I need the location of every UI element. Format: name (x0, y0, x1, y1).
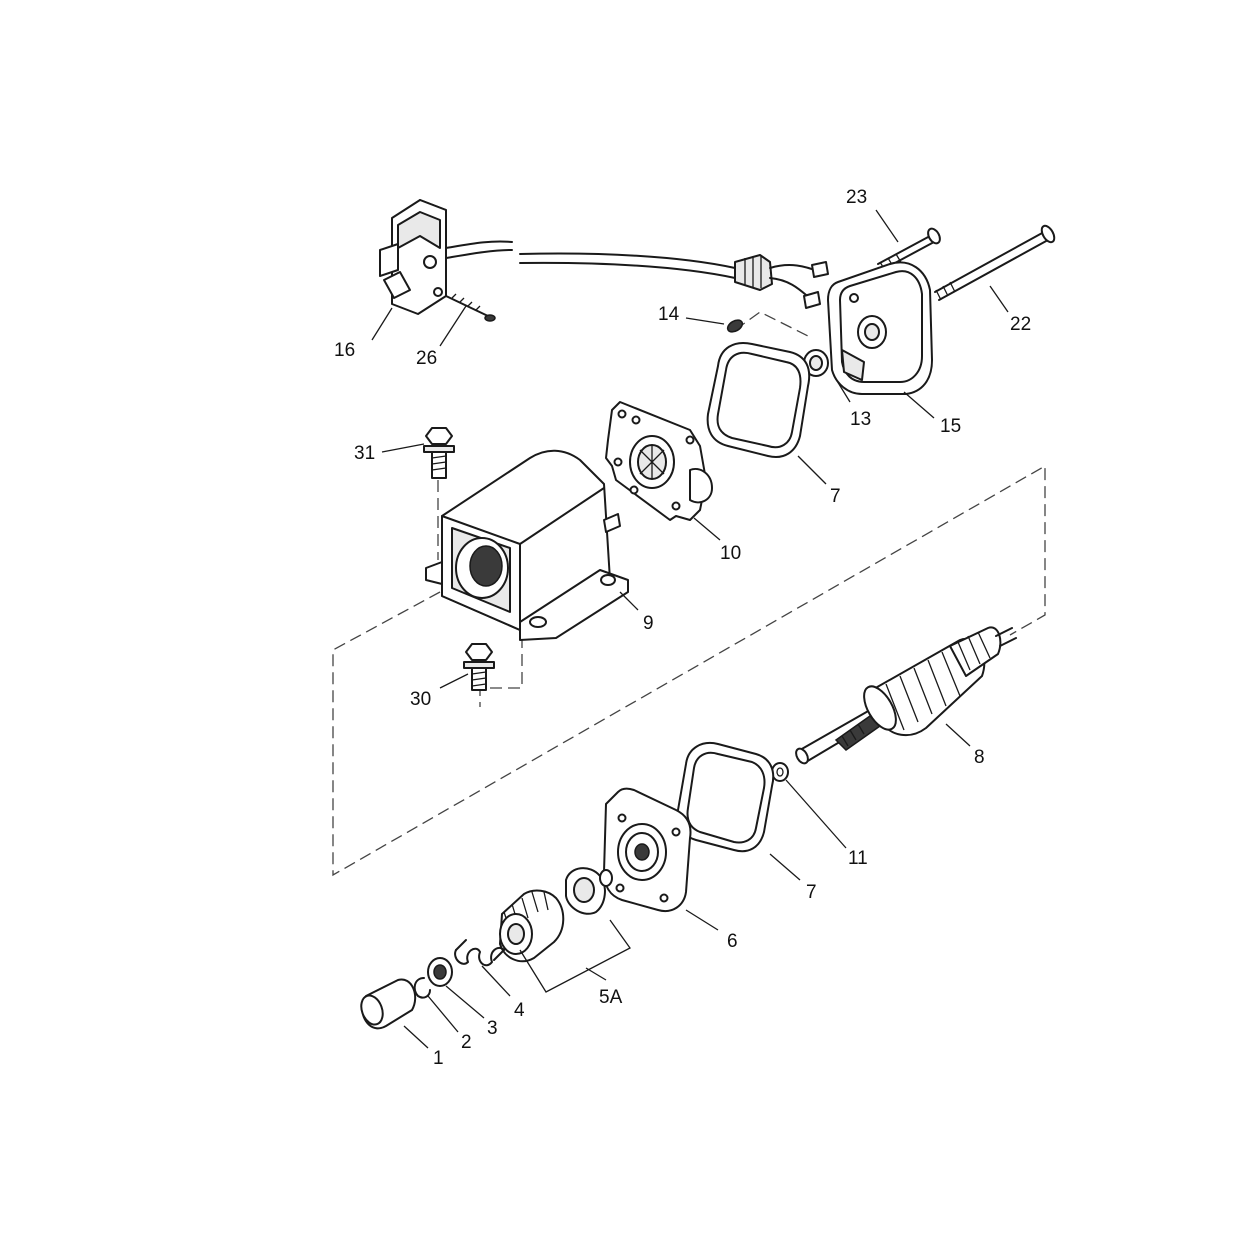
part-30-bolt (463, 643, 495, 691)
callout-22: 22 (1010, 314, 1031, 335)
part-22-bolt (934, 224, 1056, 301)
callout-9: 9 (643, 613, 654, 634)
part-15-end-cap (827, 261, 933, 395)
part-13-washer (803, 349, 829, 377)
part-16-switch-assembly (379, 199, 829, 315)
callout-26: 26 (416, 348, 437, 369)
callout-3: 3 (487, 1018, 498, 1039)
callout-7-upper: 7 (830, 486, 841, 507)
part-1-cap (360, 978, 417, 1030)
callout-13: 13 (850, 409, 871, 430)
callout-2: 2 (461, 1032, 472, 1053)
part-7-gasket-upper (706, 342, 811, 458)
callout-16: 16 (334, 340, 355, 361)
callout-8: 8 (974, 747, 985, 768)
callout-10: 10 (720, 543, 741, 564)
part-3-nut (427, 957, 453, 987)
callout-14: 14 (658, 304, 680, 325)
callout-7-lower: 7 (806, 882, 817, 903)
part-2-retaining-ring (413, 977, 431, 999)
leader-lines (371, 209, 1009, 1049)
callout-1: 1 (433, 1048, 444, 1069)
callout-15: 15 (940, 416, 961, 437)
callout-5A: 5A (599, 987, 623, 1008)
part-26-screw (445, 293, 496, 322)
part-9-motor-housing (425, 449, 629, 641)
callout-30: 30 (410, 689, 431, 710)
part-10-brush-plate (605, 401, 713, 521)
callout-6: 6 (727, 931, 738, 952)
part-4-spring (454, 939, 505, 967)
callout-4: 4 (514, 1000, 525, 1021)
part-8-armature (795, 626, 1017, 765)
callout-23: 23 (846, 187, 867, 208)
part-31-bolt (423, 427, 455, 479)
callout-labels: 16 26 23 22 14 13 15 31 7 10 9 30 8 11 7… (334, 187, 1031, 1069)
part-11-washer (771, 762, 789, 782)
part-5A-drive-assembly (499, 867, 613, 963)
callout-31: 31 (354, 443, 375, 464)
part-14-screw (726, 319, 744, 333)
part-7-gasket-lower (676, 742, 775, 853)
callout-11: 11 (848, 848, 868, 869)
part-6-end-plate (603, 787, 692, 912)
assembly-guide-lines (332, 311, 1046, 877)
